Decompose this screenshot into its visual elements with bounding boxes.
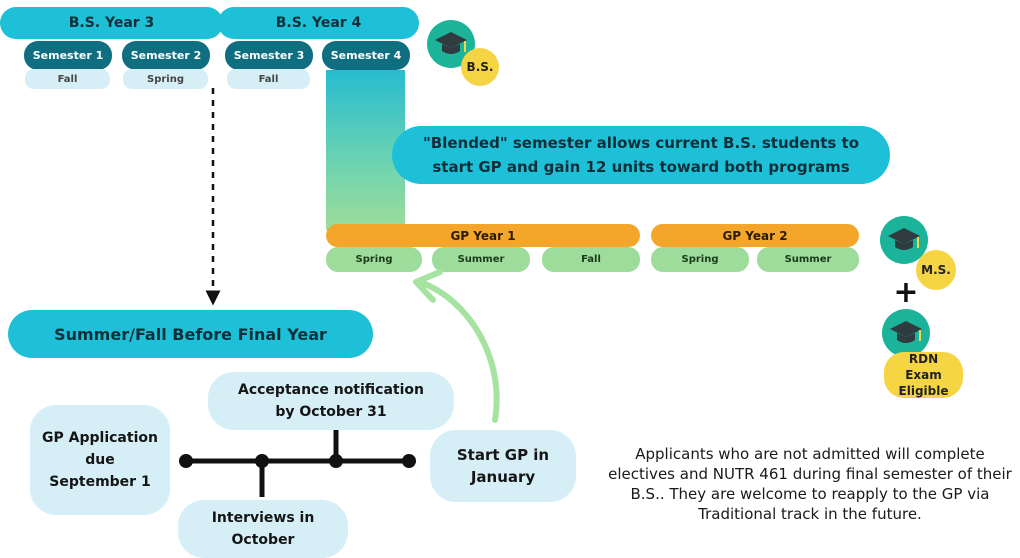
reapply-note: Applicants who are not admitted will com…: [608, 445, 1012, 523]
gp-year-1-spring: Spring: [326, 247, 422, 272]
interviews-bubble: Interviews in October: [178, 500, 348, 558]
gp-year-2: GP Year 2: [651, 224, 859, 247]
semester-2: Semester 2: [122, 41, 210, 70]
gp-year-1: GP Year 1: [326, 224, 640, 247]
timeline-dot: [255, 454, 269, 468]
timeline-dot: [179, 454, 193, 468]
semester-3-season: Fall: [227, 69, 310, 89]
bs-degree-badge: B.S.: [461, 48, 499, 86]
bs-year-3: B.S. Year 3: [0, 7, 223, 39]
timeline-dot: [402, 454, 416, 468]
timeline-dot: [329, 454, 343, 468]
blended-note: "Blended" semester allows current B.S. s…: [392, 126, 890, 184]
graduation-cap-icon: [880, 216, 928, 264]
semester-1: Semester 1: [24, 41, 112, 70]
graduation-cap-icon: [427, 20, 475, 68]
summer-fall-before-final-year: Summer/Fall Before Final Year: [8, 310, 373, 358]
curved-arrow-head: [413, 269, 443, 303]
semester-2-season: Spring: [123, 69, 208, 89]
diploma-icon: [882, 309, 930, 357]
semester-1-season: Fall: [25, 69, 110, 89]
plus-sign: +: [893, 274, 919, 310]
bs-year-4: B.S. Year 4: [218, 7, 419, 39]
ms-degree-badge: M.S.: [916, 250, 956, 290]
blended-semester-column: [326, 70, 405, 230]
acceptance-notification-bubble: Acceptance notification by October 31: [208, 372, 454, 430]
gp-application-bubble: GP Application due September 1: [30, 405, 170, 515]
semester-3: Semester 3: [225, 41, 313, 70]
rdn-exam-eligible-badge: RDN Exam Eligible: [884, 352, 963, 398]
reapply-note-clip: Applicants who are not admitted will com…: [600, 444, 1012, 552]
semester-4: Semester 4: [322, 41, 410, 70]
gp-year-2-summer: Summer: [757, 247, 859, 272]
gp-year-2-spring: Spring: [651, 247, 749, 272]
gp-year-1-summer: Summer: [432, 247, 530, 272]
start-gp-bubble: Start GP in January: [430, 430, 576, 502]
connectors-layer: [179, 88, 500, 497]
gp-year-1-fall: Fall: [542, 247, 640, 272]
curved-arrow: [417, 279, 500, 423]
